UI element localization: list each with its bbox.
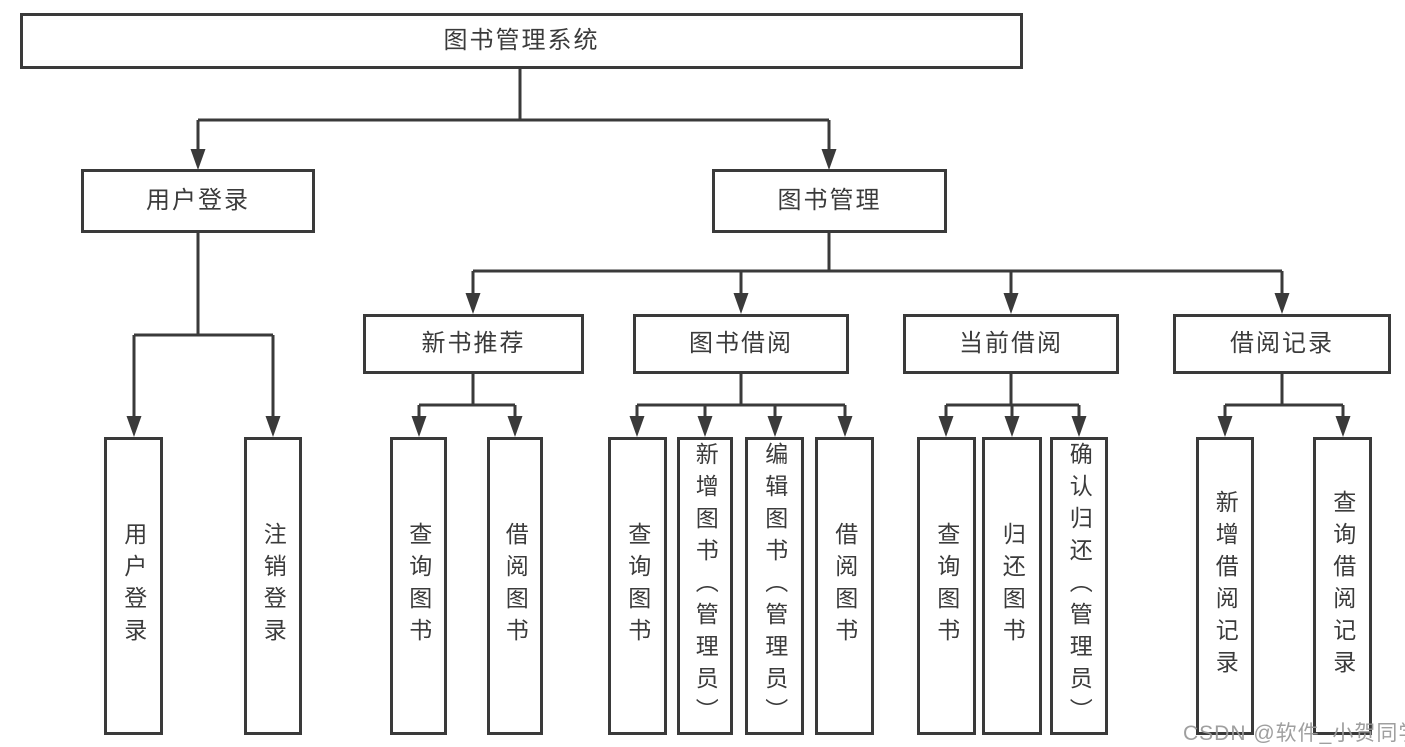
leaf-edit-book-admin: 编辑图书（管理员） [745, 437, 804, 735]
leaf-borrow-books: 借阅图书 [815, 437, 874, 735]
leaf-query-books-current: 查询图书 [917, 437, 976, 735]
leaf-add-borrow-record: 新增借阅记录 [1196, 437, 1254, 735]
leaf-query-books-recommend: 查询图书 [390, 437, 447, 735]
node-library-management-system: 图书管理系统 [20, 13, 1023, 69]
leaf-add-book-admin: 新增图书（管理员） [677, 437, 733, 735]
node-borrow-records: 借阅记录 [1173, 314, 1391, 374]
csdn-watermark: CSDN @软件_小贺同学 [1183, 722, 1405, 745]
leaf-user-login: 用户登录 [104, 437, 163, 735]
leaf-confirm-return-admin: 确认归还（管理员） [1050, 437, 1108, 735]
leaf-logout: 注销登录 [244, 437, 302, 735]
leaf-return-book: 归还图书 [982, 437, 1042, 735]
node-new-book-recommend: 新书推荐 [363, 314, 584, 374]
leaf-query-borrow-record: 查询借阅记录 [1313, 437, 1372, 735]
node-user-login: 用户登录 [81, 169, 315, 233]
node-book-management: 图书管理 [712, 169, 947, 233]
leaf-borrow-books-recommend: 借阅图书 [487, 437, 543, 735]
leaf-query-books-borrow: 查询图书 [608, 437, 667, 735]
node-book-borrow: 图书借阅 [633, 314, 849, 374]
node-current-borrow: 当前借阅 [903, 314, 1119, 374]
